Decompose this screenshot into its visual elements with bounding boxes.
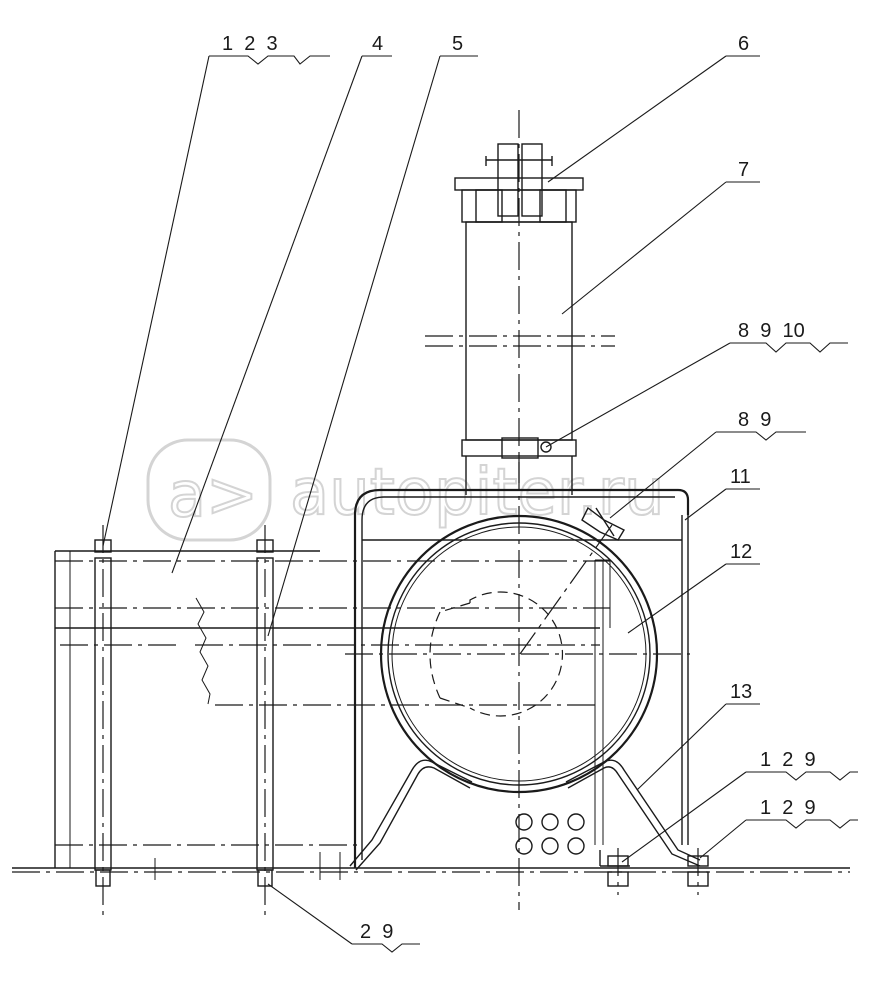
bracket-holes <box>515 813 585 855</box>
callout-11: 11 <box>730 466 751 488</box>
base-line <box>12 867 850 873</box>
callout-8-9-10: 8 9 10 <box>738 320 805 342</box>
callout-labels: 1 2 3 4 5 6 7 8 9 10 8 9 11 12 13 1 2 9 … <box>222 33 816 943</box>
svg-text:a>: a> <box>168 458 258 531</box>
callout-13: 13 <box>730 681 752 703</box>
callout-5: 5 <box>452 33 463 55</box>
callout-1-2-9-lower: 1 2 9 <box>760 797 816 819</box>
callout-8-9: 8 9 <box>738 409 771 431</box>
callout-6: 6 <box>738 33 749 55</box>
callout-1-2-9-upper: 1 2 9 <box>760 749 816 771</box>
middle-stud <box>256 525 274 915</box>
right-bolts <box>607 848 709 895</box>
tank-clamp <box>519 506 625 655</box>
frame-rail <box>54 550 610 868</box>
cover-shroud <box>353 488 690 868</box>
watermark-text: autopiter.ru <box>290 456 665 530</box>
leader-lines <box>102 55 858 953</box>
callout-7: 7 <box>738 159 749 181</box>
base-ticks <box>154 852 341 880</box>
callout-4: 4 <box>372 33 383 55</box>
callout-12: 12 <box>730 541 752 563</box>
cap-bolt <box>475 143 567 223</box>
tank <box>345 110 690 910</box>
callout-1-2-3: 1 2 3 <box>222 33 278 55</box>
filter-cylinder <box>425 177 615 495</box>
callout-2-9: 2 9 <box>360 921 393 943</box>
watermark: a> autopiter.ru <box>146 438 666 542</box>
left-stud <box>94 525 112 915</box>
saddle-bracket <box>349 759 701 871</box>
